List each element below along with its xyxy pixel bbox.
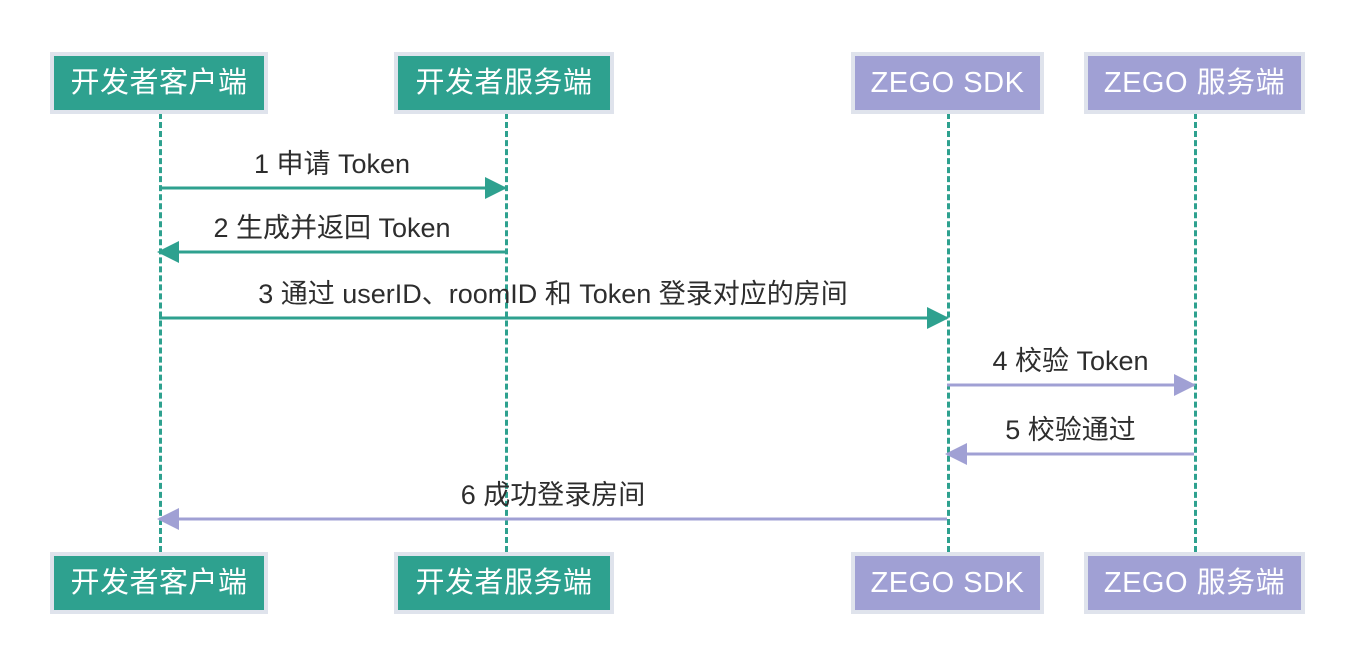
message-label-4: 4 校验 Token [992, 346, 1149, 376]
arrow-shaft [159, 517, 947, 521]
participant-label: 开发者客户端 [70, 566, 248, 599]
participant-box-bottom-dev-server[interactable]: 开发者服务端 [394, 552, 614, 614]
arrow-shaft [159, 186, 505, 190]
arrow-head-right-icon [1174, 374, 1196, 396]
message-label-2: 2 生成并返回 Token [213, 213, 451, 243]
participant-label: 开发者客户端 [70, 66, 248, 99]
participant-label: ZEGO 服务端 [1103, 66, 1286, 99]
participant-label: ZEGO SDK [870, 66, 1025, 99]
message-label-1: 1 申请 Token [253, 149, 411, 179]
participant-box-top-dev-server[interactable]: 开发者服务端 [394, 52, 614, 114]
participant-label: ZEGO SDK [870, 566, 1025, 599]
lifeline-zego-server [1194, 113, 1197, 552]
message-label-5: 5 校验通过 [1005, 415, 1136, 445]
arrow-head-right-icon [485, 177, 507, 199]
message-arrow-1 [159, 177, 507, 199]
participant-label: 开发者服务端 [415, 566, 593, 599]
message-arrow-4 [947, 374, 1196, 396]
arrow-head-left-icon [157, 241, 179, 263]
participant-box-bottom-zego-sdk[interactable]: ZEGO SDK [851, 552, 1044, 614]
participant-label: 开发者服务端 [415, 66, 593, 99]
message-label-6: 6 成功登录房间 [460, 480, 646, 510]
arrow-shaft [159, 316, 947, 320]
arrow-head-left-icon [945, 443, 967, 465]
message-label-3: 3 通过 userID、roomID 和 Token 登录对应的房间 [258, 279, 848, 309]
message-arrow-3 [159, 307, 949, 329]
arrow-head-right-icon [927, 307, 949, 329]
lifeline-dev-server [505, 113, 508, 552]
participant-box-top-zego-sdk[interactable]: ZEGO SDK [851, 52, 1044, 114]
message-arrow-5 [945, 443, 1194, 465]
participant-box-top-zego-server[interactable]: ZEGO 服务端 [1084, 52, 1305, 114]
message-arrow-6 [157, 508, 947, 530]
message-arrow-2 [157, 241, 505, 263]
arrow-shaft [947, 383, 1194, 387]
participant-box-bottom-zego-server[interactable]: ZEGO 服务端 [1084, 552, 1305, 614]
arrow-shaft [159, 250, 505, 254]
participant-box-top-dev-client[interactable]: 开发者客户端 [50, 52, 268, 114]
participant-label: ZEGO 服务端 [1103, 566, 1286, 599]
lifeline-dev-client [159, 113, 162, 552]
arrow-shaft [947, 452, 1194, 456]
arrow-head-left-icon [157, 508, 179, 530]
lifeline-zego-sdk [947, 113, 950, 552]
participant-box-bottom-dev-client[interactable]: 开发者客户端 [50, 552, 268, 614]
